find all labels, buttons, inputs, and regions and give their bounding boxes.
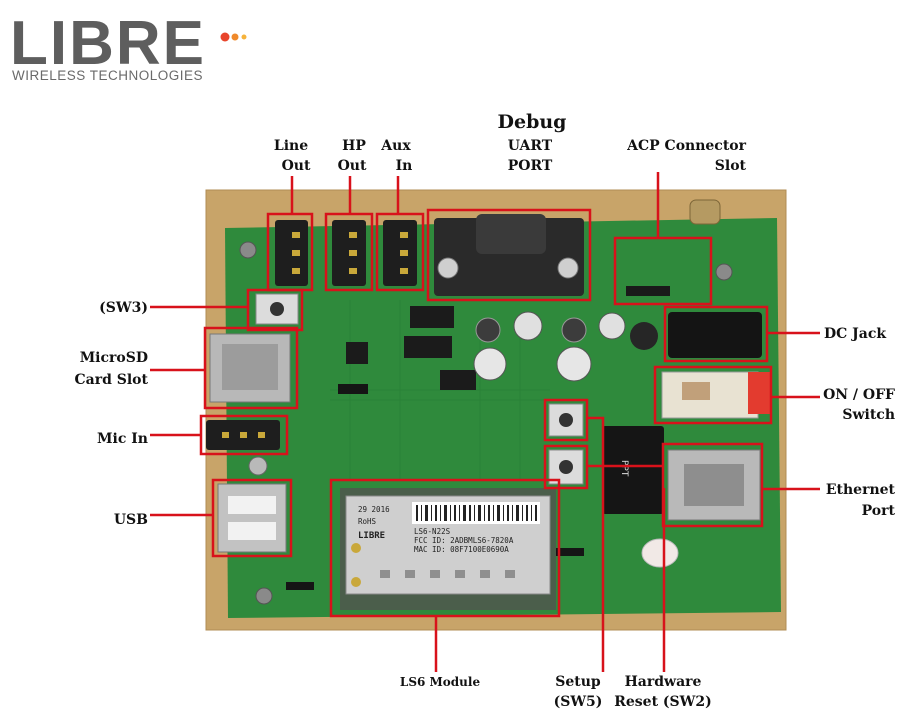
- label-setup-2: (SW5): [554, 694, 603, 710]
- label-usb: USB: [114, 512, 148, 528]
- board-photo: PPT LS6-N22S FCC ID: 2ADBMLS6-7820A: [206, 190, 786, 630]
- label-line-out-2: Out: [282, 158, 311, 174]
- label-aux-in-2: In: [396, 158, 413, 174]
- label-ls6-module: LS6 Module: [400, 675, 481, 689]
- label-line-out-1: Line: [274, 138, 308, 154]
- label-on-off-1: ON / OFF: [823, 387, 895, 403]
- module-date: 29 2016: [358, 505, 390, 514]
- label-dc-jack: DC Jack: [824, 326, 886, 342]
- label-acp-2: Slot: [715, 158, 747, 174]
- label-uart-2: PORT: [508, 158, 553, 174]
- logo-dot-3: [242, 35, 247, 40]
- label-hp-out-1: HP: [342, 138, 366, 154]
- logo-dot-1: [221, 33, 230, 42]
- libre-logo: LIBRE WIRELESS TECHNOLOGIES: [10, 9, 247, 83]
- label-ethernet-1: Ethernet: [826, 482, 896, 498]
- label-aux-in-1: Aux: [380, 138, 411, 154]
- module-fcc: FCC ID: 2ADBMLS6-7820A: [414, 536, 514, 545]
- label-sw3: (SW3): [99, 300, 148, 316]
- label-setup-1: Setup: [555, 674, 601, 690]
- logo-dot-2: [232, 34, 239, 41]
- module-model: LS6-N22S: [414, 527, 451, 536]
- label-debug: Debug: [498, 111, 567, 133]
- label-hw-reset-2: Reset (SW2): [614, 694, 712, 710]
- label-hp-out-2: Out: [338, 158, 367, 174]
- module-brand: LIBRE: [358, 531, 385, 541]
- label-on-off-2: Switch: [842, 407, 895, 423]
- svg-text:PPT: PPT: [619, 460, 629, 477]
- label-acp-1: ACP Connector: [626, 138, 746, 154]
- logo-tagline: WIRELESS TECHNOLOGIES: [12, 68, 203, 83]
- label-mic-in: Mic In: [97, 431, 148, 447]
- label-hw-reset-1: Hardware: [625, 674, 702, 690]
- label-uart-1: UART: [508, 138, 553, 154]
- label-microsd-2: Card Slot: [75, 372, 149, 388]
- module-rohs: RoHS: [358, 517, 377, 526]
- label-microsd-1: MicroSD: [80, 350, 148, 366]
- module-mac: MAC ID: 08F7100E0690A: [414, 545, 509, 554]
- label-ethernet-2: Port: [862, 503, 896, 519]
